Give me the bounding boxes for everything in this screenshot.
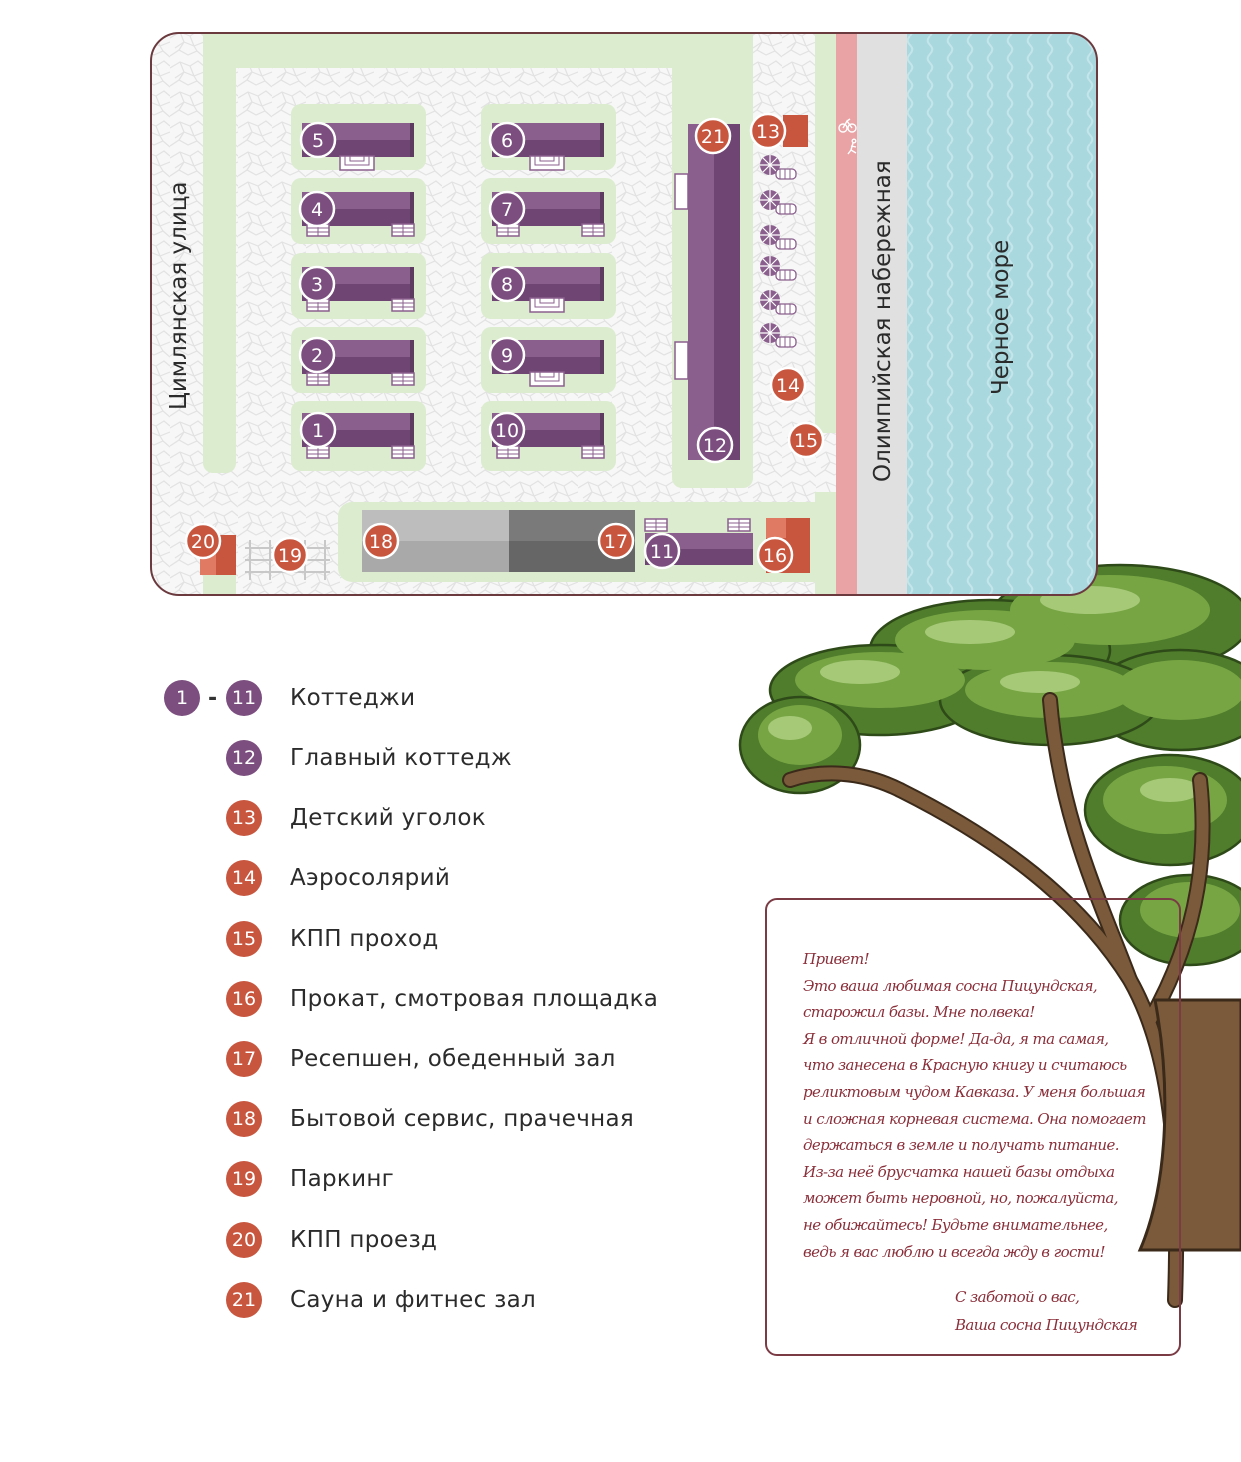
legend-badge-13: 13 (226, 800, 262, 837)
map-marker-21: 21 (694, 117, 732, 155)
legend-label-21: Сауна и фитнес зал (290, 1286, 537, 1313)
map-marker-label-10: 10 (495, 420, 519, 442)
map-marker-label-16: 16 (763, 545, 787, 567)
legend-label-15: КПП проход (290, 925, 439, 952)
map-marker-label-13: 13 (756, 121, 780, 143)
map-marker-3: 3 (298, 265, 336, 303)
kids-corner-building (783, 115, 808, 147)
map-marker-label-5: 5 (312, 130, 324, 152)
map-marker-label-18: 18 (369, 531, 393, 553)
map-marker-17: 17 (597, 522, 635, 560)
map-marker-label-9: 9 (501, 345, 513, 367)
sea-label: Черное море (988, 240, 1014, 395)
map-marker-label-12: 12 (703, 435, 727, 457)
map-marker-label-17: 17 (604, 531, 628, 553)
map-marker-label-20: 20 (191, 531, 215, 553)
note-signature: С заботой о вас, Ваша сосна Пицундская (955, 1283, 1138, 1339)
map-marker-16: 16 (756, 536, 794, 574)
legend-badge-19: 19 (226, 1161, 262, 1198)
note-sign-line-2: Ваша сосна Пицундская (955, 1316, 1138, 1334)
legend-label-19: Паркинг (290, 1166, 395, 1193)
map-marker-2: 2 (298, 336, 336, 374)
legend-label-17: Ресепшен, обеденный зал (290, 1046, 616, 1072)
legend-badge-20: 20 (226, 1221, 262, 1258)
note-line: может быть неровной, но, пожалуйста, (803, 1189, 1119, 1208)
street-label-embankment: Олимпийская набережная (870, 160, 896, 482)
map-marker-label-6: 6 (501, 130, 513, 152)
note-text: Привет! Это ваша любимая сосна Пицундская… (803, 946, 1173, 1265)
note-line: не обижайтесь! Будьте внимательнее, (803, 1215, 1108, 1234)
map-marker-label-1: 1 (312, 420, 324, 442)
map-marker-9: 9 (488, 336, 526, 374)
legend-label-14: Аэросолярий (290, 865, 451, 892)
note-line: ведь я вас люблю и всегда жду в гости! (803, 1242, 1106, 1261)
legend-badge-15: 15 (226, 920, 262, 957)
map-marker-label-4: 4 (311, 199, 323, 221)
map-marker-10: 10 (488, 411, 526, 449)
legend-label-12: Главный коттедж (290, 745, 512, 771)
legend-badge-1: 1 (164, 680, 200, 716)
legend-badge-21: 21 (226, 1281, 262, 1318)
map-marker-15: 15 (787, 421, 825, 459)
note-line: Это ваша любимая сосна Пицундская, (803, 976, 1098, 995)
map-marker-14: 14 (769, 366, 807, 404)
map-marker-11: 11 (643, 532, 681, 570)
street-label-tsimlyanskaya: Цимлянская улица (166, 181, 192, 410)
map-marker-7: 7 (488, 190, 526, 228)
map-marker-label-8: 8 (501, 274, 513, 296)
note-line: старожил базы. Мне полвека! (803, 1003, 1035, 1022)
pedestrian-icon (847, 138, 857, 155)
legend-label-20: КПП проезд (290, 1226, 438, 1253)
map-marker-label-21: 21 (701, 126, 725, 148)
pine-tree-illustration (738, 563, 1241, 1308)
legend-badge-18: 18 (226, 1101, 262, 1138)
legend-badge-14: 14 (226, 860, 262, 897)
map-marker-8: 8 (488, 265, 526, 303)
map-marker-label-7: 7 (501, 199, 513, 221)
note-line: что занесена в Красную книгу и считаюсь (803, 1056, 1127, 1075)
map-marker-6: 6 (488, 121, 526, 159)
legend-badge-11: 11 (226, 680, 262, 716)
map-marker-4: 4 (298, 190, 336, 228)
map-marker-label-15: 15 (794, 430, 818, 452)
legend-badge-17: 17 (226, 1041, 262, 1077)
legend-label-13: Детский уголок (290, 805, 486, 832)
note-line: держаться в земле и получать питание. (803, 1136, 1120, 1155)
map-marker-1: 1 (299, 411, 337, 449)
map-marker-18: 18 (362, 522, 400, 560)
note-line: реликтовым чудом Кавказа. У меня большая (803, 1082, 1146, 1101)
map-marker-label-19: 19 (278, 545, 302, 567)
legend-label-16: Прокат, смотровая площадка (290, 985, 659, 1012)
note-line: Привет! (803, 950, 870, 968)
map-marker-13: 13 (749, 112, 787, 150)
main-cottage-building (674, 124, 740, 460)
map-marker-19: 19 (271, 536, 309, 574)
map-marker-5: 5 (299, 121, 337, 159)
note-line: Из-за неё брусчатка нашей базы отдыха (803, 1162, 1115, 1181)
map-marker-12: 12 (696, 426, 734, 464)
map-marker-label-11: 11 (650, 541, 674, 563)
legend-label-cottages: Коттеджи (290, 685, 416, 711)
map-marker-20: 20 (184, 522, 222, 560)
service-and-reception-buildings (362, 510, 635, 572)
map-marker-label-14: 14 (776, 375, 800, 397)
legend-label-18: Бытовой сервис, прачечная (290, 1106, 634, 1133)
bicycle-icon (838, 118, 857, 133)
note-line: Я в отличной форме! Да-да, я та самая, (803, 1029, 1109, 1048)
pine-tree-note: Привет! Это ваша любимая сосна Пицундская… (765, 898, 1181, 1356)
legend-range-separator: - (208, 685, 218, 711)
map-marker-label-2: 2 (311, 345, 323, 367)
legend-badge-12: 12 (226, 740, 262, 776)
map-marker-label-3: 3 (311, 274, 323, 296)
note-sign-line-1: С заботой о вас, (955, 1288, 1080, 1306)
legend-badge-16: 16 (226, 980, 262, 1017)
note-line: и сложная корневая система. Она помогает (803, 1109, 1146, 1128)
